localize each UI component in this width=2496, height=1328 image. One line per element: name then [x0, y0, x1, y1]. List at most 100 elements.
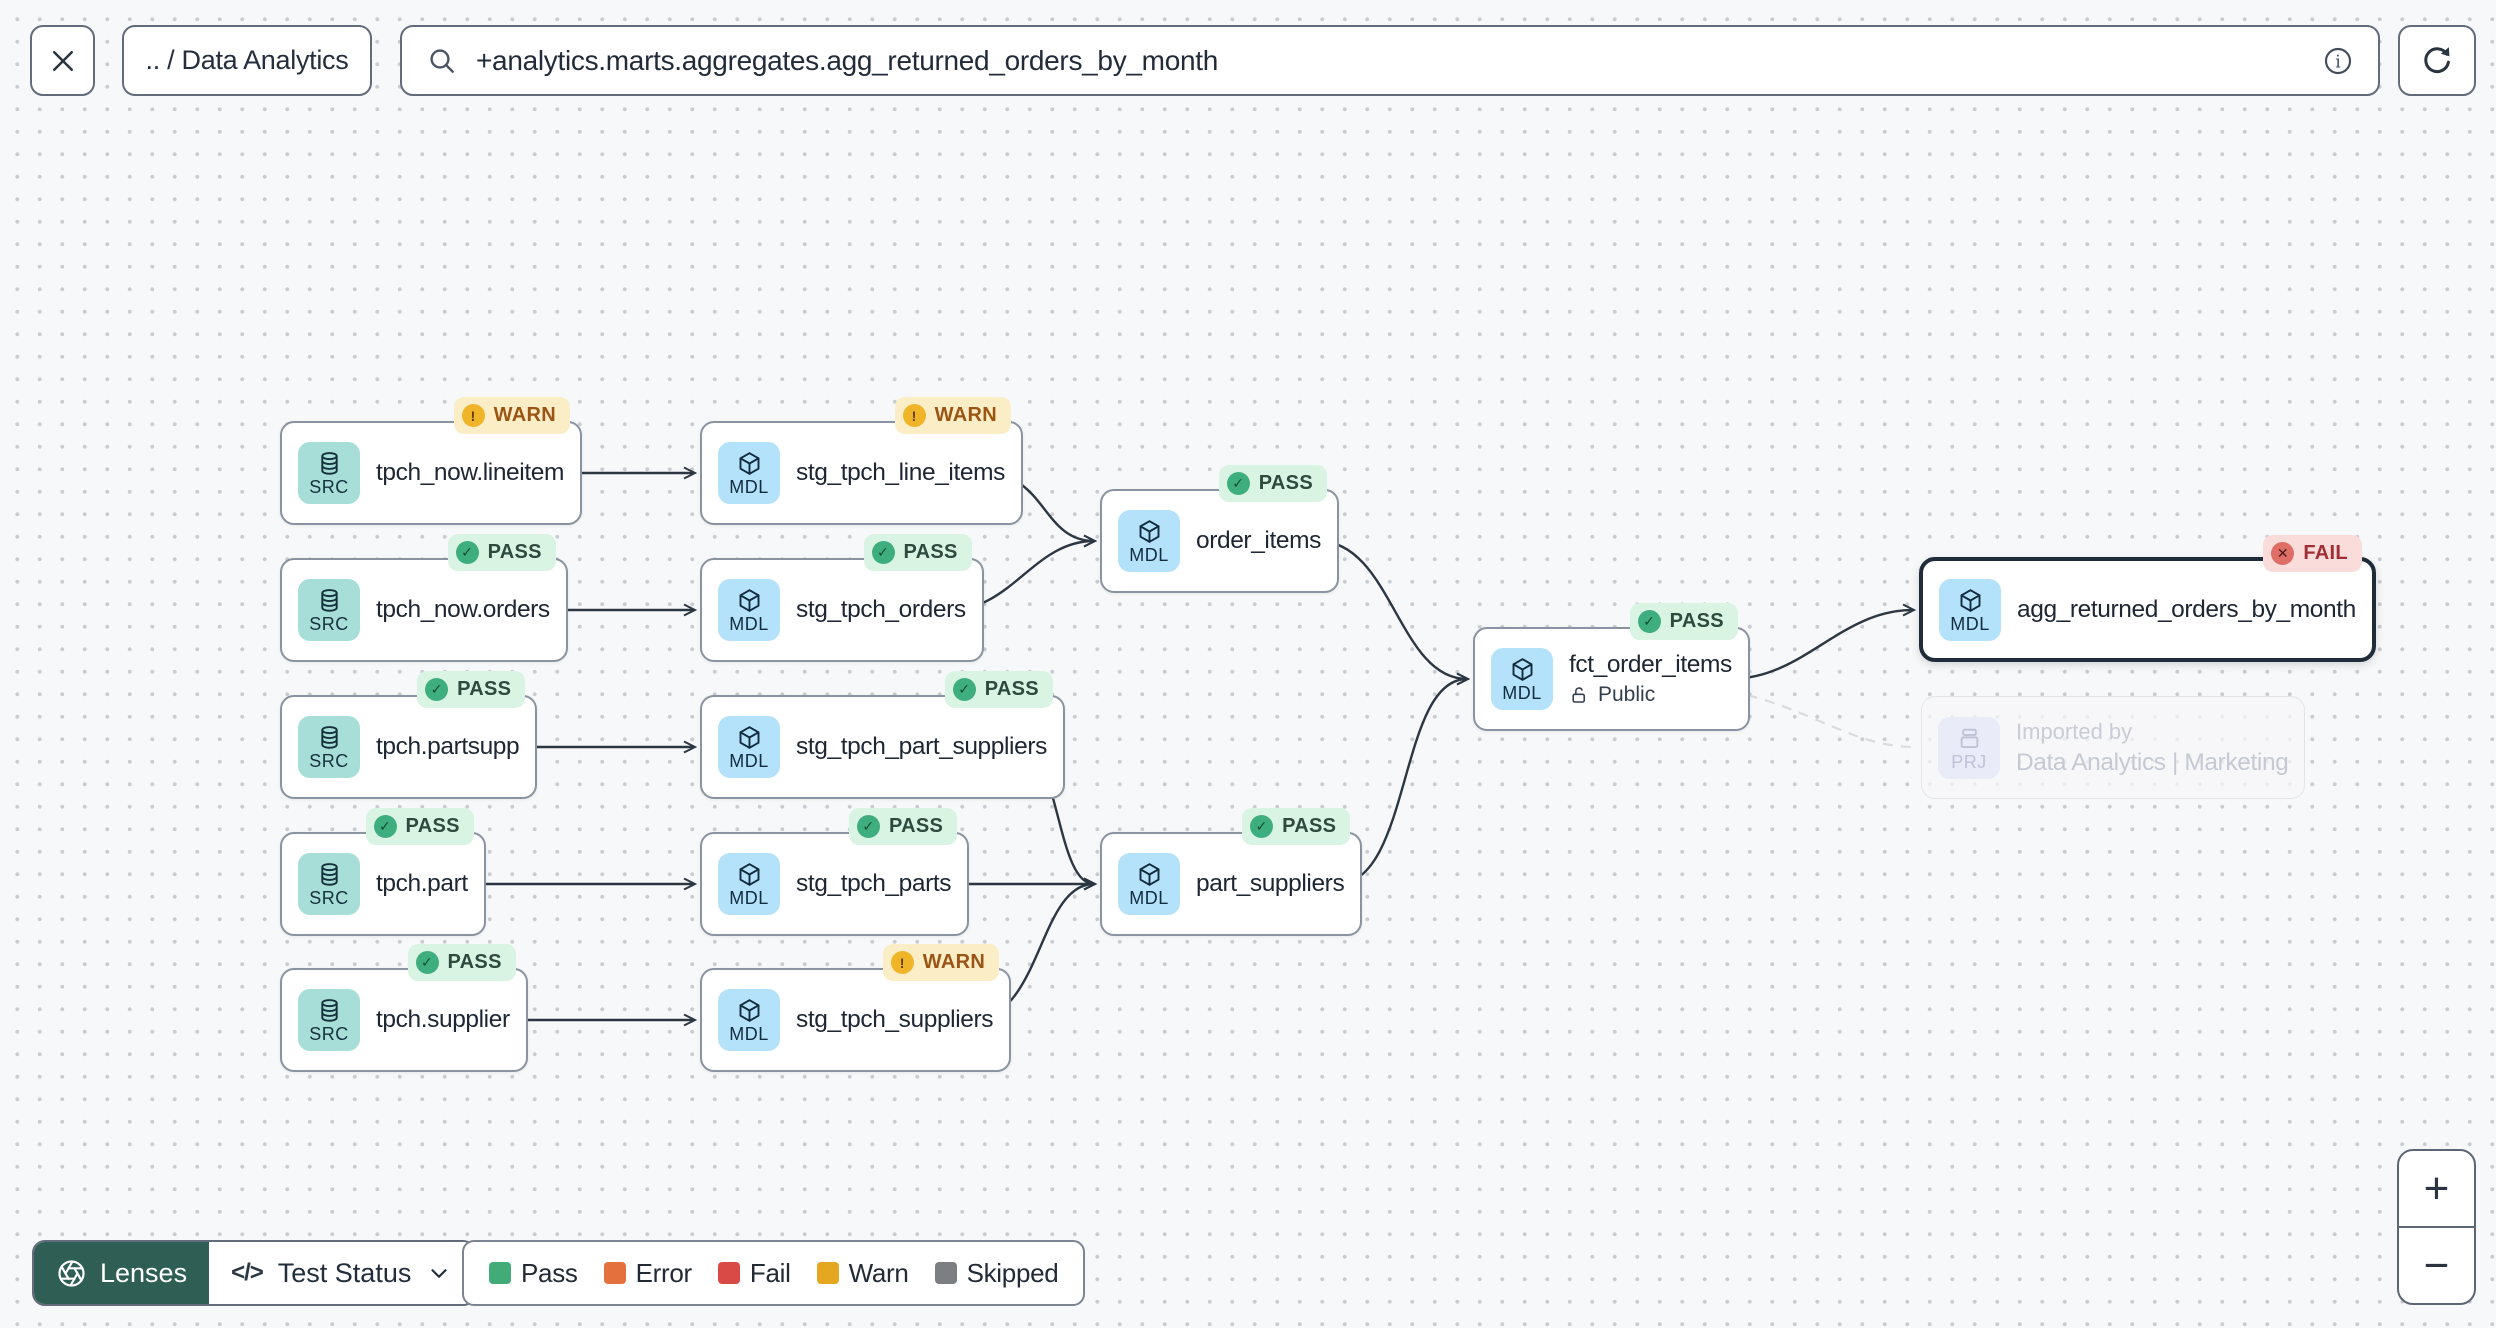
- status-label: PASS: [888, 815, 944, 837]
- node-text: stg_tpch_suppliers: [796, 1006, 993, 1034]
- status-dot-icon: ✓: [415, 951, 439, 974]
- status-dot-icon: ✓: [1226, 472, 1250, 495]
- test-status-badge-pass: ✓ PASS: [944, 671, 1053, 708]
- edge-fct_order_items-to-imported_by_project: [1729, 689, 1916, 749]
- cube-icon: [1512, 658, 1532, 681]
- node-label: tpch.part: [376, 870, 468, 897]
- project-icon: [1960, 728, 1978, 748]
- legend-swatch: [816, 1262, 839, 1284]
- node-tpch_part[interactable]: SRC tpch.part ✓ PASS: [280, 808, 486, 936]
- node-label: order_items: [1196, 527, 1321, 554]
- model-tile: MDL: [718, 716, 780, 778]
- node-kind-tag: MDL: [729, 888, 769, 908]
- node-text: order_items: [1196, 527, 1321, 555]
- model-tile: MDL: [718, 442, 780, 504]
- test-status-badge-pass: ✓PASS: [417, 671, 526, 708]
- lens-selector-label: Test Status: [277, 1257, 412, 1288]
- status-label: PASS: [405, 815, 460, 837]
- svg-text:i: i: [2335, 52, 2341, 72]
- legend-label: Warn: [848, 1257, 909, 1288]
- status-label: WARN: [922, 951, 986, 973]
- status-dot-icon: ✓: [373, 815, 397, 838]
- legend-item-skipped: Skipped: [934, 1258, 1059, 1289]
- node-label: tpch_now.lineitem: [376, 459, 564, 486]
- cube-icon: [739, 726, 759, 749]
- node-text: tpch_now.orders: [376, 596, 550, 624]
- node-stg_tpch_suppliers[interactable]: MDL stg_tpch_suppliers! WARN: [700, 944, 1012, 1072]
- node-text: tpch.part: [376, 870, 468, 898]
- cube-icon: [1139, 863, 1159, 886]
- database-icon: [320, 589, 338, 612]
- chevron-down-icon: [431, 1269, 447, 1278]
- status-label: PASS: [984, 678, 1039, 700]
- test-status-badge-pass: ✓ PASS: [365, 808, 474, 845]
- node-kind-tag: SRC: [309, 888, 349, 908]
- model-tile: MDL: [1491, 648, 1553, 710]
- node-access: Public: [1569, 683, 1732, 707]
- info-icon[interactable]: i: [2322, 45, 2354, 77]
- edge-order_items-to-fct_order_items: [1317, 539, 1471, 686]
- legend-item-pass: Pass: [489, 1258, 578, 1289]
- node-kind-tag: MDL: [1129, 545, 1169, 565]
- node-kind-tag: MDL: [1950, 613, 1990, 634]
- test-status-badge-warn: ! WARN: [882, 944, 1000, 981]
- test-status-badge-pass: ✓PASS: [1218, 465, 1327, 502]
- test-status-badge-warn: ! WARN: [894, 397, 1011, 434]
- refresh-button[interactable]: [2398, 25, 2476, 96]
- status-dot-icon: !: [902, 404, 926, 427]
- legend-swatch: [717, 1262, 740, 1284]
- status-label: FAIL: [2303, 542, 2348, 564]
- cube-icon: [739, 589, 759, 612]
- status-dot-icon: ✓: [1637, 610, 1661, 633]
- model-tile: MDL: [718, 989, 780, 1051]
- zoom-out-button[interactable]: −: [2399, 1226, 2474, 1303]
- node-order_items[interactable]: MDL order_items ✓PASS: [1100, 465, 1339, 593]
- breadcrumb[interactable]: .. / Data Analytics: [122, 25, 372, 96]
- node-label: stg_tpch_parts: [796, 870, 952, 897]
- node-label: stg_tpch_suppliers: [796, 1006, 994, 1033]
- status-label: WARN: [934, 404, 997, 426]
- search-bar[interactable]: i: [400, 25, 2380, 96]
- zoom-in-button[interactable]: +: [2399, 1151, 2474, 1226]
- node-label: fct_order_items: [1569, 651, 1732, 678]
- node-tpch_partsupp[interactable]: SRC tpch.partsupp ✓PASS: [280, 671, 538, 799]
- status-label: PASS: [1669, 610, 1724, 632]
- node-kind-tag: SRC: [309, 751, 349, 771]
- status-dot-icon: ✓: [952, 678, 976, 701]
- status-label: PASS: [447, 951, 502, 973]
- status-dot-icon: ✓: [455, 541, 479, 564]
- legend-label: Error: [635, 1257, 693, 1288]
- project-tile: PRJ: [1938, 716, 2000, 779]
- close-button[interactable]: [30, 25, 95, 96]
- status-dot-icon: !: [890, 951, 914, 974]
- node-label: tpch.supplier: [376, 1006, 510, 1033]
- node-kind-tag: MDL: [729, 751, 769, 771]
- aperture-icon: [58, 1259, 85, 1287]
- status-dot-icon: ✕: [2271, 542, 2295, 565]
- node-text: tpch.partsupp: [376, 733, 520, 761]
- source-tile: SRC: [298, 579, 360, 641]
- model-tile: MDL: [1939, 578, 2001, 641]
- lenses-button[interactable]: Lenses: [34, 1242, 210, 1304]
- legend-item-error: Error: [603, 1257, 693, 1289]
- lens-selector[interactable]: </> Test Status: [209, 1242, 475, 1304]
- node-kind-tag: MDL: [1502, 683, 1542, 703]
- node-text: stg_tpch_parts: [796, 870, 952, 898]
- legend-label: Fail: [749, 1257, 791, 1288]
- status-label: PASS: [903, 541, 958, 563]
- node-kind-tag: MDL: [729, 614, 769, 634]
- search-input[interactable]: [474, 43, 2306, 78]
